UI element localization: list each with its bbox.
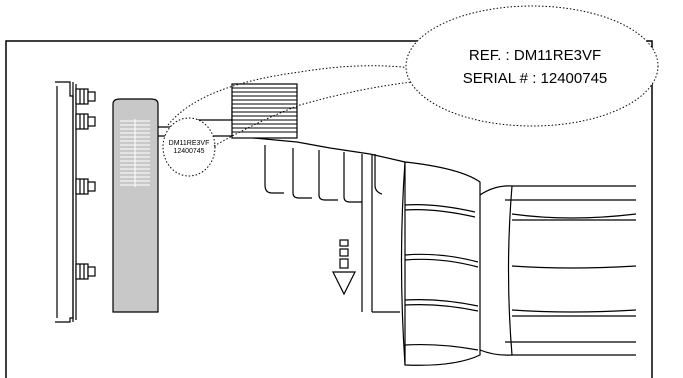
large-label-callout bbox=[405, 5, 659, 127]
bolt-3 bbox=[75, 178, 96, 195]
grey-column bbox=[112, 98, 159, 313]
mounting-bracket bbox=[55, 81, 77, 323]
cylinder bbox=[479, 185, 637, 356]
bolt-2 bbox=[75, 113, 96, 130]
bracket-bolts bbox=[75, 88, 96, 280]
callout-connector-lower bbox=[213, 81, 413, 147]
diagram-frame bbox=[5, 40, 653, 378]
bolt-4 bbox=[75, 263, 96, 280]
bolt-1 bbox=[75, 88, 96, 105]
down-arrow-icon bbox=[332, 239, 356, 296]
threaded-fitting bbox=[231, 83, 298, 139]
small-label-serial: 12400745 bbox=[173, 148, 204, 155]
small-label-ref: DM11RE3VF bbox=[169, 140, 210, 147]
large-label-serial-line: SERIAL # : 12400745 bbox=[463, 70, 608, 87]
ribbed-knob bbox=[400, 161, 481, 366]
large-label-ref-line: REF. : DM11RE3VF bbox=[469, 47, 601, 64]
small-label-callout bbox=[162, 117, 216, 177]
